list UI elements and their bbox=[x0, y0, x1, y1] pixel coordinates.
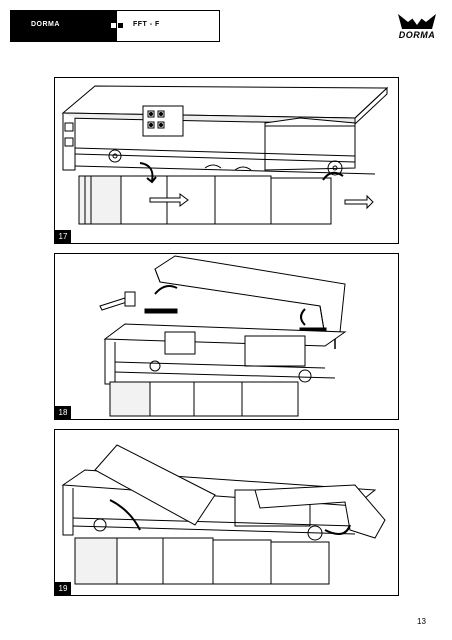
step-19-figure: 19 bbox=[54, 429, 399, 596]
header-square-marker bbox=[111, 23, 116, 28]
header-model: FFT - F bbox=[133, 21, 160, 28]
step-19-illustration bbox=[61, 444, 386, 585]
step-number-badge: 19 bbox=[55, 582, 71, 595]
header-brand-block: DORMA bbox=[11, 11, 117, 41]
header-square-marker bbox=[118, 23, 123, 28]
step-17-illustration bbox=[61, 85, 389, 225]
dorma-crown-logo-icon bbox=[398, 14, 436, 29]
step-18-illustration bbox=[99, 255, 347, 417]
document-header: DORMA FFT - F bbox=[10, 10, 220, 42]
step-17-figure: 17 bbox=[54, 77, 399, 244]
header-brand: DORMA bbox=[31, 21, 60, 28]
logo-wordmark: DORMA bbox=[398, 30, 436, 40]
dorma-logo: DORMA bbox=[392, 12, 442, 42]
page-number: 13 bbox=[417, 617, 426, 626]
step-18-figure: 18 bbox=[54, 253, 399, 420]
step-number-badge: 18 bbox=[55, 406, 71, 419]
step-number-badge: 17 bbox=[55, 230, 71, 243]
